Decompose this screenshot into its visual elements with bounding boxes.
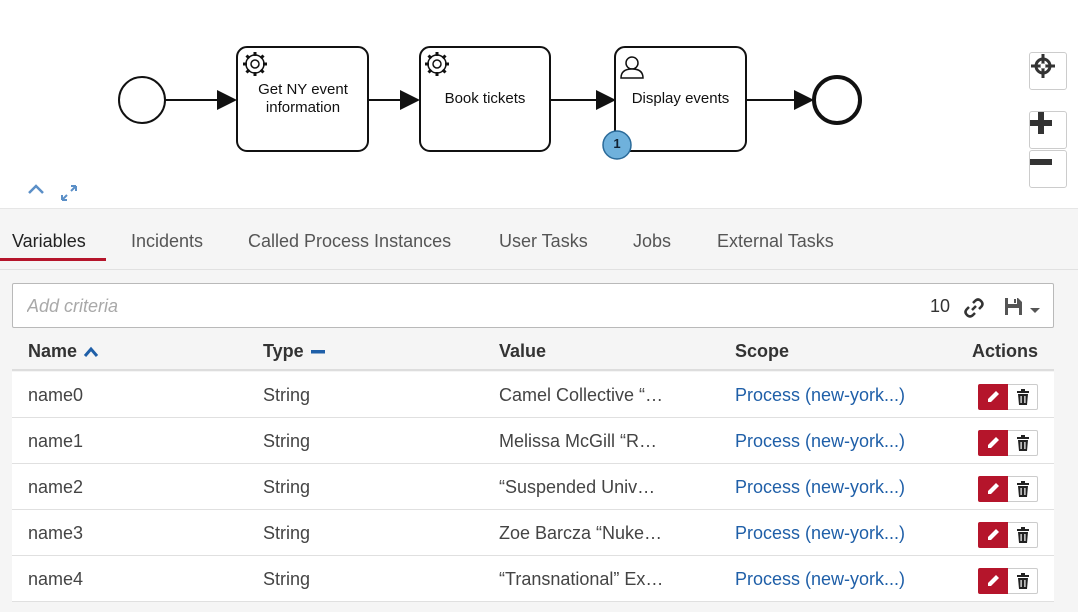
crosshair-icon [1031, 54, 1055, 78]
trash-icon [1016, 573, 1029, 589]
active-tab-indicator [0, 258, 106, 261]
variable-type: String [263, 569, 311, 589]
save-criteria-button[interactable] [1003, 295, 1043, 319]
table-header: Name Type Value Scope Actions [12, 332, 1054, 372]
table-row: name3 String Zoe Barcza “Nuke… Process (… [12, 510, 1054, 556]
column-header-label: Name [28, 341, 78, 361]
variable-name: name0 [28, 385, 84, 405]
instance-count-badge[interactable] [602, 130, 632, 160]
gear-icon [243, 52, 267, 76]
pencil-icon [988, 483, 999, 494]
tab-variables[interactable]: Variables [12, 231, 86, 251]
search-input[interactable] [27, 294, 727, 318]
badge-count: 1 [613, 136, 621, 151]
delete-variable-button[interactable] [1008, 568, 1038, 594]
task-label: Display events [631, 90, 730, 107]
end-event[interactable] [812, 75, 862, 125]
maximize-diagram-button[interactable] [59, 183, 81, 205]
edit-variable-button[interactable] [978, 522, 1008, 548]
table-row: name2 String “Suspended Univ… Process (n… [12, 464, 1054, 510]
trash-icon [1016, 527, 1029, 543]
column-header-value: Value [499, 341, 547, 361]
variable-name: name1 [28, 431, 84, 451]
expand-icon [61, 185, 77, 201]
zoom-in-button[interactable] [1029, 111, 1067, 149]
delete-variable-button[interactable] [1008, 430, 1038, 456]
header-divider [12, 369, 1054, 371]
variable-value[interactable]: Camel Collective “… [499, 385, 664, 405]
plus-icon [1030, 112, 1052, 134]
edit-variable-button[interactable] [978, 568, 1008, 594]
task-label: Get NY event information [258, 81, 348, 116]
floppy-disk-icon [1005, 298, 1040, 315]
variable-value[interactable]: “Transnational” Ex… [499, 569, 664, 589]
variable-value[interactable]: “Suspended Univ… [499, 477, 656, 497]
result-count: 10 [930, 296, 951, 316]
task-box-1[interactable] [236, 46, 369, 152]
variable-value[interactable]: Melissa McGill “R… [499, 431, 658, 451]
gear-icon [425, 52, 449, 76]
collapse-diagram-button[interactable] [27, 183, 49, 205]
variable-scope-link[interactable]: Process (new-york...) [735, 431, 906, 451]
variable-name: name4 [28, 569, 84, 589]
trash-icon [1016, 481, 1029, 497]
delete-variable-button[interactable] [1008, 522, 1038, 548]
column-header-label: Type [263, 341, 304, 361]
trash-icon [1016, 389, 1029, 405]
variable-type: String [263, 523, 311, 543]
variables-panel: 10 Name Type Value [0, 270, 1078, 612]
tab-external-tasks[interactable]: External Tasks [717, 231, 834, 251]
sort-ascending-icon [83, 346, 99, 357]
tab-jobs[interactable]: Jobs [633, 231, 672, 251]
variable-scope-link[interactable]: Process (new-york...) [735, 523, 906, 543]
trash-icon [1016, 435, 1029, 451]
edit-variable-button[interactable] [978, 384, 1008, 410]
pencil-icon [988, 391, 999, 402]
column-header-scope: Scope [735, 341, 790, 361]
zoom-out-button[interactable] [1029, 150, 1067, 188]
column-header-actions: Actions [972, 341, 1039, 361]
task-box-3[interactable] [614, 46, 747, 152]
edit-variable-button[interactable] [978, 476, 1008, 502]
reset-zoom-button[interactable] [1029, 52, 1067, 90]
pencil-icon [988, 529, 999, 540]
start-event[interactable] [118, 76, 166, 124]
pencil-icon [988, 575, 999, 586]
variable-scope-link[interactable]: Process (new-york...) [735, 477, 906, 497]
user-icon [620, 56, 644, 79]
variable-scope-link[interactable]: Process (new-york...) [735, 569, 906, 589]
column-header-name[interactable]: Name [28, 341, 99, 362]
search-bar: 10 [12, 283, 1054, 328]
minus-icon [1030, 159, 1052, 165]
variable-name: name2 [28, 477, 84, 497]
table-row: name4 String “Transnational” Ex… Process… [12, 556, 1054, 602]
delete-variable-button[interactable] [1008, 476, 1038, 502]
task-box-2[interactable] [419, 46, 551, 152]
variable-type: String [263, 431, 311, 451]
bpmn-diagram: Get NY event information Book tickets Di… [0, 0, 1078, 208]
delete-variable-button[interactable] [1008, 384, 1038, 410]
variable-type: String [263, 385, 311, 405]
task-label: Book tickets [444, 90, 526, 107]
chevron-up-icon [28, 184, 44, 194]
table-row: name1 String Melissa McGill “R… Process … [12, 418, 1054, 464]
variable-name: name3 [28, 523, 84, 543]
tab-user-tasks[interactable]: User Tasks [499, 231, 588, 251]
variable-scope-link[interactable]: Process (new-york...) [735, 385, 906, 405]
link-icon[interactable] [963, 297, 985, 319]
table-row: name0 String Camel Collective “… Process… [12, 372, 1054, 418]
variable-type: String [263, 477, 311, 497]
detail-tabs: Variables Incidents Called Process Insta… [0, 208, 1078, 270]
sort-none-icon [310, 349, 325, 353]
tab-incidents[interactable]: Incidents [131, 231, 204, 251]
edit-variable-button[interactable] [978, 430, 1008, 456]
pencil-icon [988, 437, 999, 448]
column-header-type[interactable]: Type [263, 341, 326, 362]
variable-value[interactable]: Zoe Barcza “Nuke… [499, 523, 663, 543]
tab-called-process-instances[interactable]: Called Process Instances [248, 231, 452, 251]
diagram-canvas [118, 46, 862, 160]
